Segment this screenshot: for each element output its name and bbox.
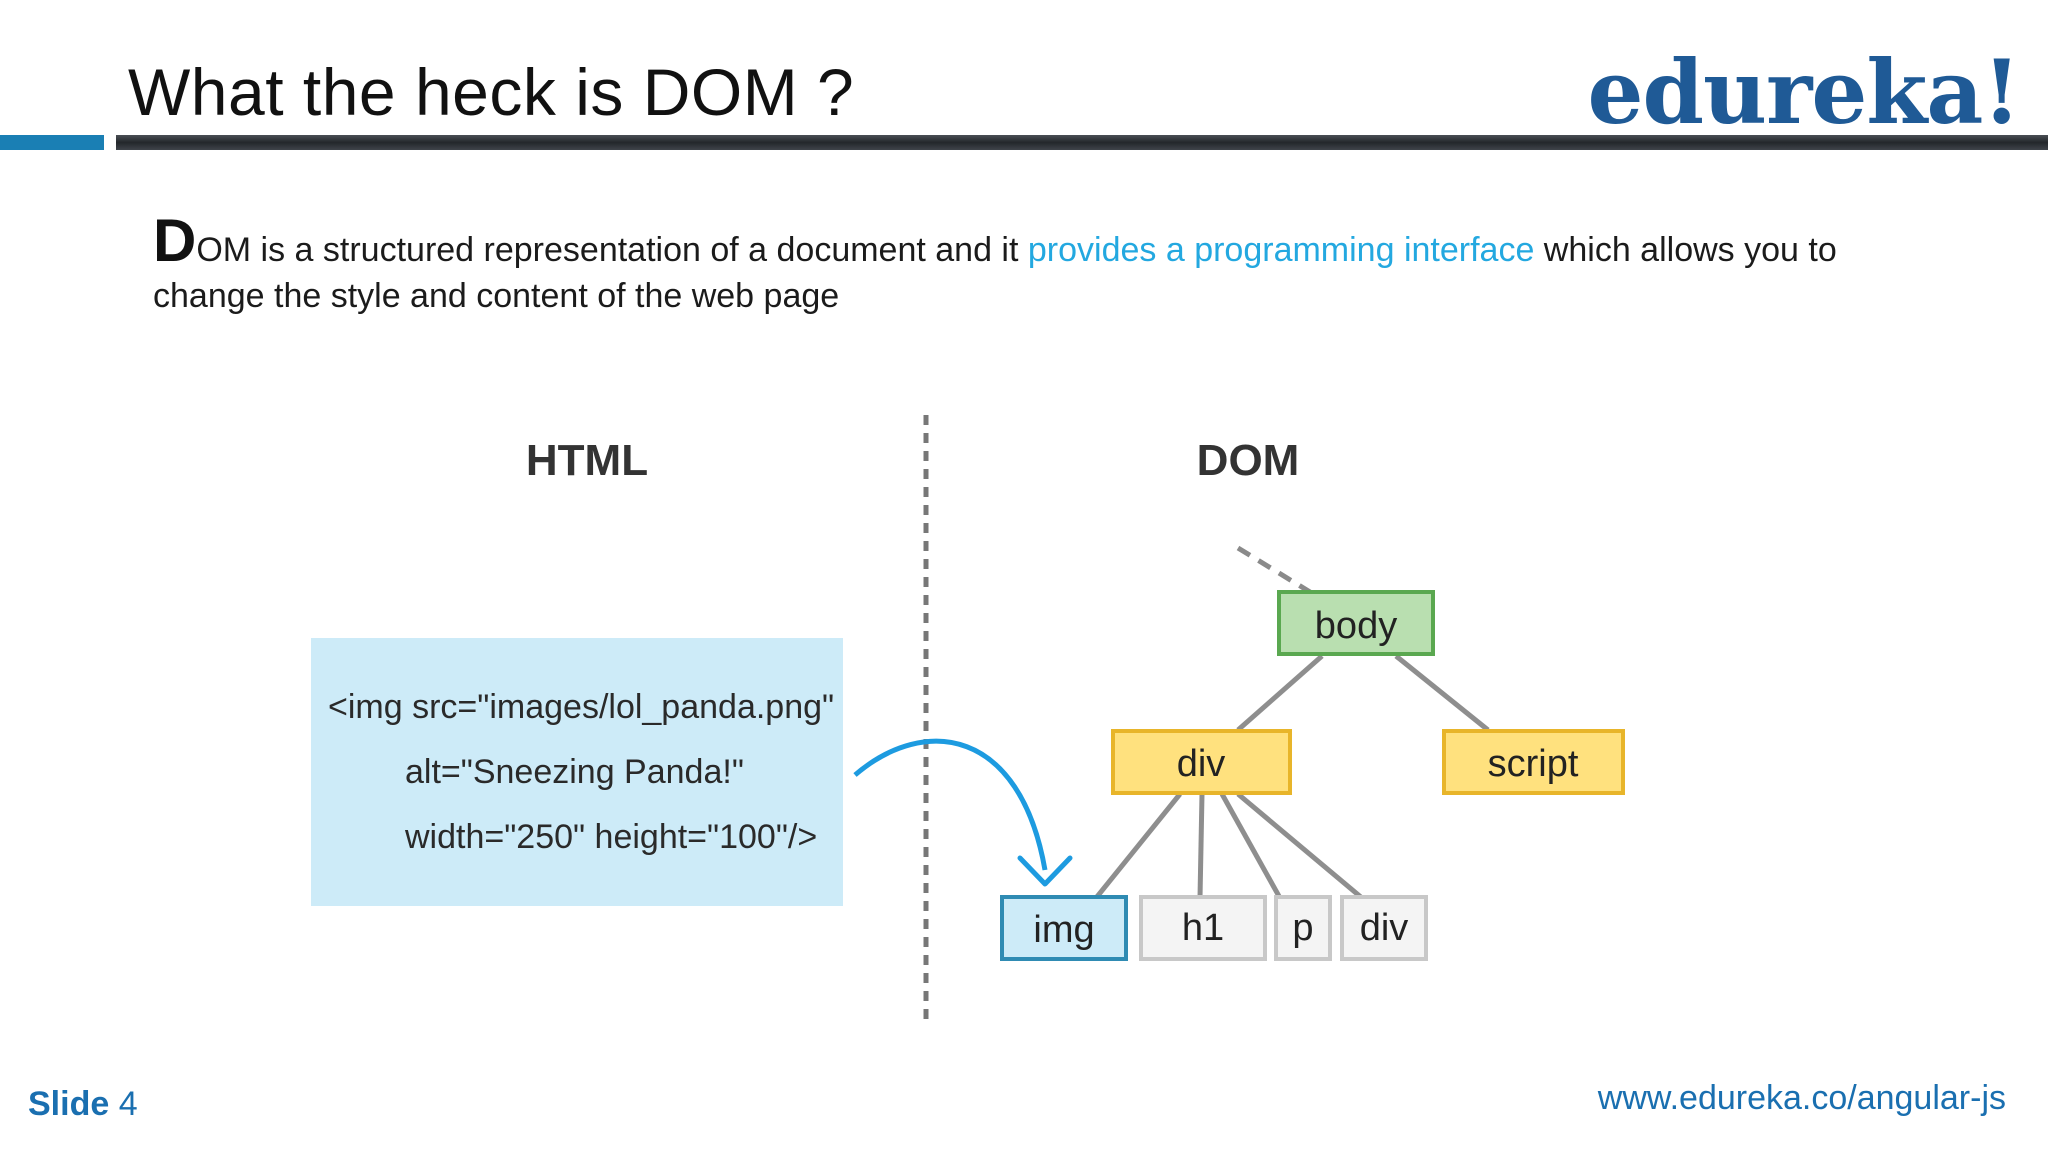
node-h1-box bbox=[1139, 895, 1267, 961]
code-line-1: <img src="images/lol_panda.png" bbox=[328, 688, 834, 726]
edureka-logo: edureka! bbox=[1587, 40, 2021, 144]
node-div-child: div bbox=[1340, 895, 1428, 961]
html-heading: HTML bbox=[526, 436, 648, 485]
title-rule bbox=[116, 135, 2048, 150]
code-line-3: width="250" height="100"/> bbox=[404, 818, 817, 856]
edge-body-script bbox=[1394, 654, 1490, 732]
node-h1-label: h1 bbox=[1182, 907, 1224, 949]
mapping-arrow-head bbox=[1017, 855, 1073, 887]
edge-div-div bbox=[1236, 792, 1364, 900]
code-line-2: alt="Sneezing Panda!" bbox=[405, 753, 744, 791]
node-script: script bbox=[1442, 729, 1625, 795]
tree-edges bbox=[1094, 654, 1490, 900]
node-p-label: p bbox=[1292, 907, 1313, 949]
node-body: body bbox=[1277, 590, 1435, 656]
intro-dropcap: D bbox=[153, 207, 197, 274]
node-script-box bbox=[1442, 729, 1625, 795]
code-box bbox=[311, 638, 843, 906]
node-div-label: div bbox=[1177, 743, 1226, 785]
node-div-child-box bbox=[1340, 895, 1428, 961]
node-script-label: script bbox=[1488, 743, 1579, 785]
intro-highlight: provides a programming interface bbox=[1027, 231, 1535, 269]
node-h1: h1 bbox=[1139, 895, 1267, 961]
slide-label: Slide bbox=[28, 1085, 110, 1123]
intro-text-after: which allows you to change the style and… bbox=[153, 231, 1837, 315]
node-p: p bbox=[1274, 895, 1332, 961]
edge-div-h1 bbox=[1197, 793, 1205, 899]
node-div-box bbox=[1111, 729, 1292, 795]
edge-body-div bbox=[1236, 654, 1324, 732]
node-img-label: img bbox=[1033, 909, 1094, 951]
slide-number: Slide 4 bbox=[28, 1084, 138, 1124]
intro-text-before: OM is a structured representation of a d… bbox=[196, 231, 1028, 269]
edge-div-img bbox=[1094, 792, 1182, 900]
dom-heading: DOM bbox=[1197, 436, 1300, 485]
node-div-child-label: div bbox=[1360, 907, 1409, 949]
node-body-label: body bbox=[1315, 605, 1397, 647]
node-p-box bbox=[1274, 895, 1332, 961]
mapping-arrow bbox=[853, 738, 1048, 871]
parent-connector bbox=[1236, 545, 1312, 595]
node-body-box bbox=[1277, 590, 1435, 656]
node-img: img bbox=[1000, 895, 1128, 961]
footer-url[interactable]: www.edureka.co/angular-js bbox=[1597, 1079, 2006, 1117]
title-rule-accent bbox=[0, 135, 104, 150]
intro-paragraph: DOM is a structured representation of a … bbox=[153, 211, 1913, 319]
slide-number-value: 4 bbox=[118, 1085, 138, 1123]
slide-title: What the heck is DOM ? bbox=[128, 55, 855, 129]
edge-div-p bbox=[1219, 792, 1283, 900]
node-div: div bbox=[1111, 729, 1292, 795]
node-img-box bbox=[1000, 895, 1128, 961]
